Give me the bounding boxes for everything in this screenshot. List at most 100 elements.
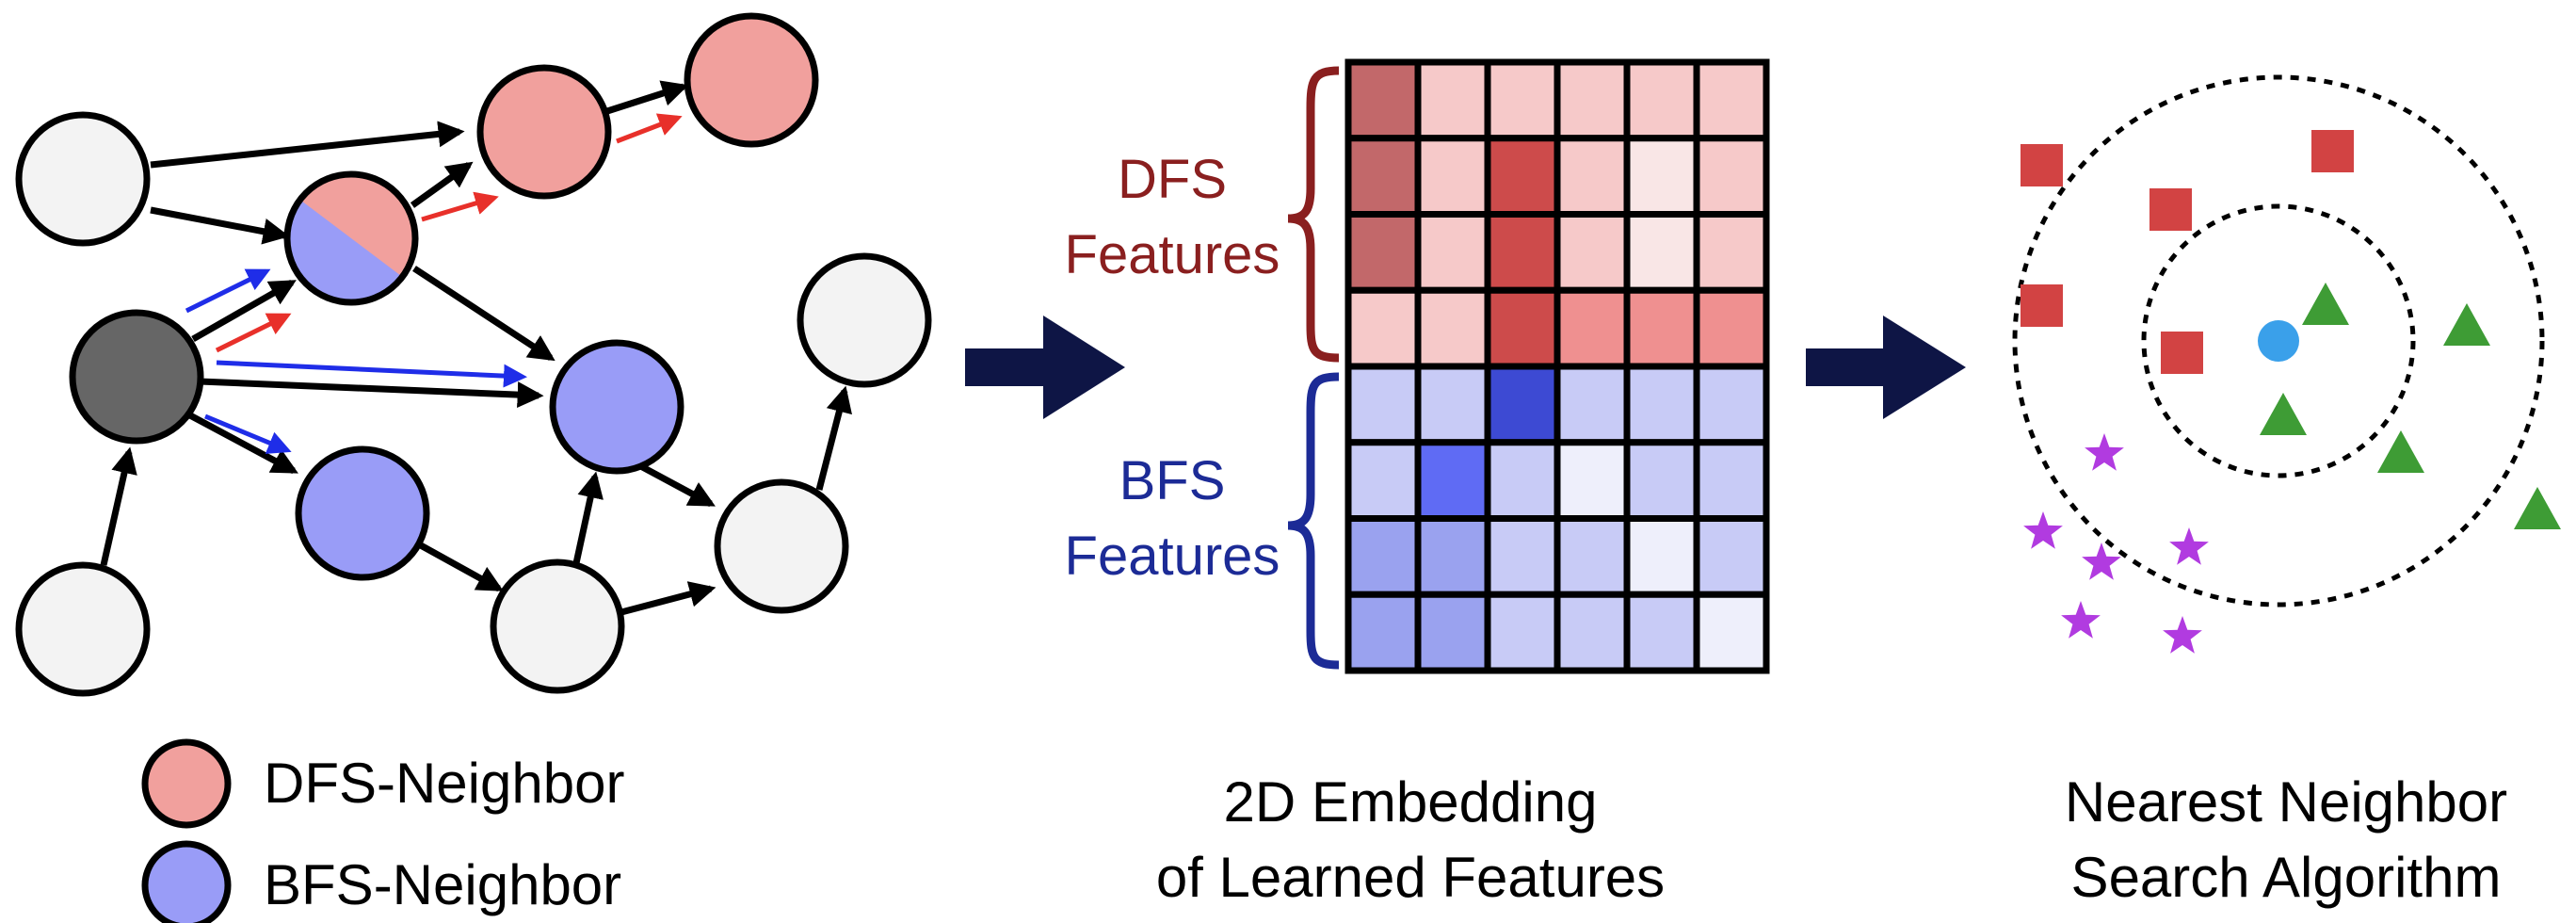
embedding-cell	[1554, 211, 1631, 294]
embedding-cell	[1414, 591, 1491, 674]
embedding-cell	[1623, 591, 1700, 674]
star-points	[2023, 433, 2209, 654]
embedding-cell	[1484, 439, 1561, 522]
source-node	[69, 309, 204, 445]
legend-bfs-label: BFS-Neighbor	[264, 853, 621, 916]
embedding-cell	[1554, 439, 1631, 522]
embedding-cell	[1693, 439, 1770, 522]
bfs-walk-arrow	[204, 413, 292, 454]
embedding-cell	[1554, 515, 1631, 598]
graph-edge	[417, 541, 504, 592]
embedding-cell	[1693, 591, 1770, 674]
graph-edge	[191, 279, 297, 343]
embedding-cell	[1554, 591, 1631, 674]
graph-edge	[150, 121, 465, 169]
nearest-neighbor-panel: Nearest Neighbor Search Algorithm	[2012, 74, 2561, 909]
embedding-cell	[1414, 286, 1491, 370]
square-point	[2311, 130, 2354, 172]
embedding-caption-line1: 2D Embedding	[1224, 770, 1598, 834]
graph-edge	[620, 581, 716, 616]
graph-legend: DFS-Neighbor BFS-Neighbor	[141, 738, 624, 923]
dfs-features-label-line1: DFS	[1118, 149, 1227, 210]
embedding-cell	[1414, 363, 1491, 446]
star-point	[2085, 433, 2124, 471]
graph-node	[15, 561, 151, 697]
star-point	[2169, 527, 2209, 565]
graph-edge	[412, 266, 555, 362]
star-point	[2163, 616, 2202, 654]
embedding-cell	[1414, 439, 1491, 522]
bfs-neighbor-node	[295, 445, 430, 581]
graph-edge	[100, 446, 137, 566]
star-point	[2061, 601, 2101, 639]
embedding-cell	[1484, 286, 1561, 370]
dfs-walk-arrow	[616, 113, 683, 144]
bfs-group-brace	[1287, 372, 1340, 670]
bfs-features-label-line1: BFS	[1119, 450, 1226, 511]
embedding-cell	[1344, 363, 1422, 446]
embedding-cell	[1623, 363, 1700, 446]
triangle-points	[2260, 283, 2561, 529]
embedding-cell	[1484, 363, 1561, 446]
embedding-cell	[1414, 135, 1491, 218]
nn-caption-line2: Search Algorithm	[2071, 846, 2502, 909]
graph-node	[15, 111, 151, 247]
embedding-cell	[1623, 211, 1700, 294]
square-point	[2161, 332, 2203, 374]
embedding-cell	[1554, 286, 1631, 370]
graph-edge	[815, 385, 852, 491]
dfs-walk-arrow	[215, 313, 292, 353]
flow-arrow-right-icon	[1806, 316, 1966, 419]
square-point	[2021, 284, 2063, 327]
embedding-cell	[1344, 439, 1422, 522]
embedding-cell	[1484, 211, 1561, 294]
embedding-cell	[1414, 515, 1491, 598]
triangle-point	[2377, 430, 2424, 473]
embedding-cell	[1414, 211, 1491, 294]
square-point	[2021, 144, 2063, 186]
triangle-point	[2260, 393, 2307, 435]
graph-edge	[150, 206, 290, 245]
embedding-cell	[1484, 591, 1561, 674]
embedding-cell	[1554, 363, 1631, 446]
embedding-cell	[1623, 286, 1700, 370]
embedding-cell	[1693, 135, 1770, 218]
bfs-neighbor-node	[549, 339, 684, 475]
square-points	[2021, 130, 2354, 374]
flow-arrow-right-icon	[965, 316, 1125, 419]
embedding-cell	[1693, 58, 1770, 142]
inner-search-radius	[2141, 203, 2416, 478]
triangle-point	[2443, 303, 2490, 346]
dfs-neighbor-node	[476, 64, 612, 200]
embedding-cell	[1693, 286, 1770, 370]
embedding-cell	[1693, 211, 1770, 294]
nn-caption-line1: Nearest Neighbor	[2065, 770, 2507, 834]
embedding-cell	[1693, 363, 1770, 446]
graph-node	[714, 478, 849, 614]
bfs-walk-arrow	[216, 360, 527, 388]
embedding-cell	[1623, 58, 1700, 142]
embedding-matrix	[1344, 58, 1770, 674]
embedding-cell	[1693, 515, 1770, 598]
graph-edge	[199, 378, 544, 409]
embedding-cell	[1344, 286, 1422, 370]
embedding-cell	[1344, 211, 1422, 294]
bfs-walk-arrow	[185, 268, 271, 314]
triangle-point	[2514, 487, 2561, 529]
embedding-caption-line2: of Learned Features	[1156, 846, 1665, 909]
graph-panel: DFS-Neighbor BFS-Neighbor	[15, 12, 932, 923]
graph-edge	[572, 471, 604, 564]
legend-dfs-label: DFS-Neighbor	[264, 752, 624, 815]
graph-nodes	[15, 12, 932, 697]
embedding-cell	[1484, 135, 1561, 218]
embedding-cell	[1623, 515, 1700, 598]
dfs-group-brace	[1287, 66, 1340, 363]
graph-node	[490, 559, 625, 694]
embedding-cell	[1554, 135, 1631, 218]
embedding-cell	[1484, 515, 1561, 598]
embedding-cell	[1554, 58, 1631, 142]
graph-node	[797, 252, 932, 388]
dfs-walk-arrow	[421, 191, 499, 222]
star-point	[2023, 511, 2063, 549]
